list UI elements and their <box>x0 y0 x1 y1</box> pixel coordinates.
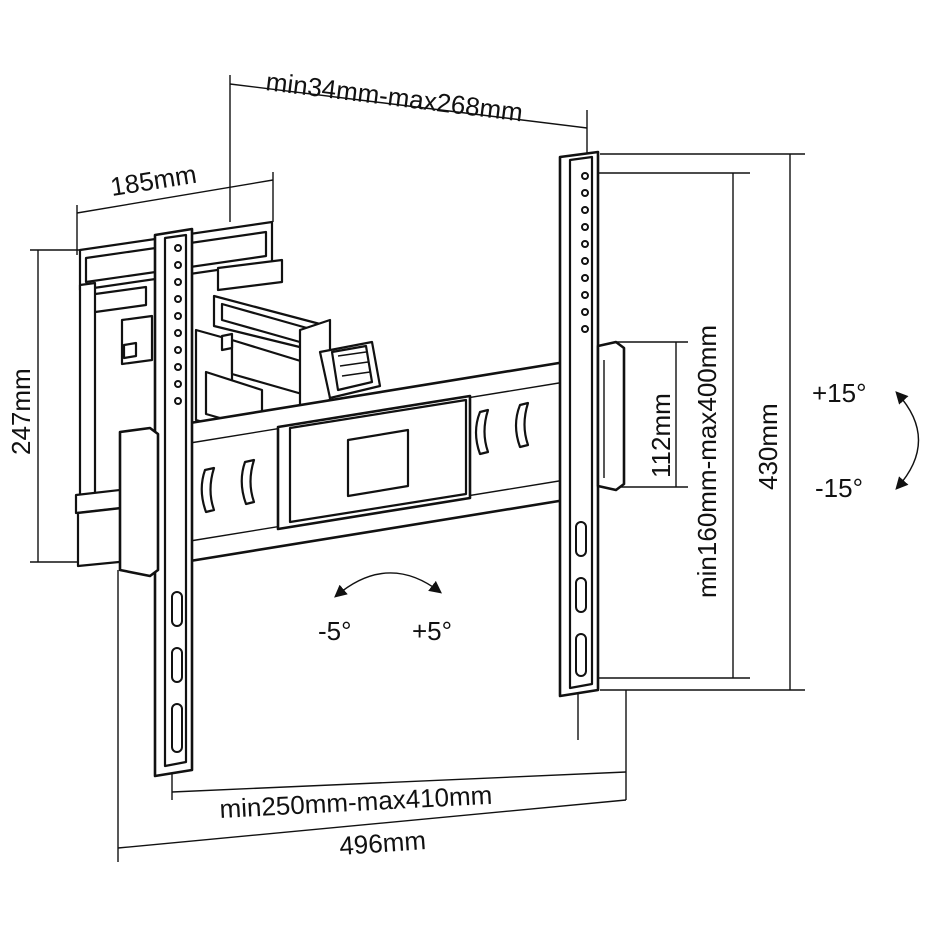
overall-width-label: 496mm <box>338 825 427 861</box>
vertical-hole-range-label: min160mm-max400mm <box>692 325 722 598</box>
articulating-arms <box>122 294 382 432</box>
depth-range-label: min34mm-max268mm <box>264 66 524 127</box>
right-vertical-bracket <box>558 150 626 698</box>
tilt-arrow <box>895 391 920 490</box>
wall-plate-height-label: 247mm <box>6 368 36 455</box>
bracket-height-label: 430mm <box>753 403 783 490</box>
dimension-lines <box>30 75 805 862</box>
horizontal-hole-range-label: min250mm-max410mm <box>219 780 493 824</box>
swivel-left-label: -5° <box>318 616 352 646</box>
tilt-up-label: +15° <box>812 378 867 408</box>
swivel-right-label: +5° <box>412 616 452 646</box>
tilt-down-label: -15° <box>815 473 863 503</box>
horizontal-rail <box>188 360 567 563</box>
rail-height-label: 112mm <box>646 393 676 478</box>
left-vertical-bracket <box>118 227 194 778</box>
swivel-arrow <box>334 572 442 598</box>
